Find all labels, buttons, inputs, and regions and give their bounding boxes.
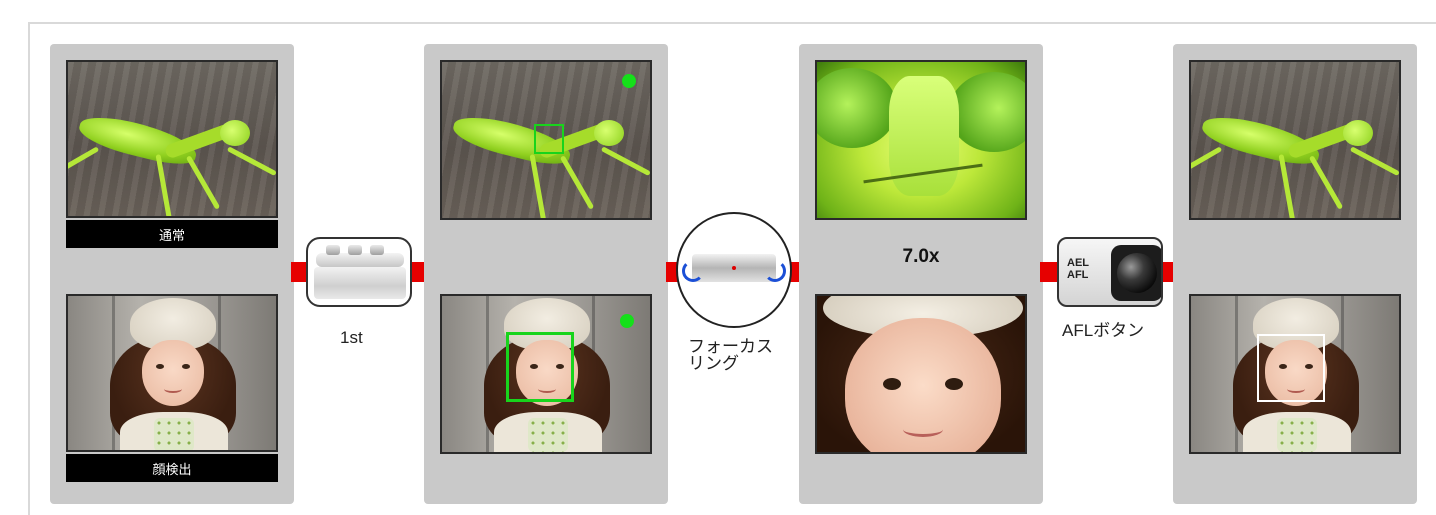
face-lock-frame	[1257, 334, 1325, 402]
magnification-label: 7.0x	[902, 246, 940, 267]
step-label-focus-ring: フォーカス リング	[688, 337, 773, 373]
rotate-right-icon	[764, 260, 786, 282]
af-frame	[534, 124, 564, 154]
panel-half-press	[424, 44, 668, 504]
caption-normal: 通常	[66, 220, 278, 248]
child-photo-locked	[1189, 294, 1401, 454]
panel-normal: 通常 顔検出	[50, 44, 294, 504]
mantis-photo-locked	[1189, 60, 1401, 220]
mantis-photo-af	[440, 60, 652, 220]
step-label-1st: 1st	[340, 328, 363, 347]
child-photo	[66, 294, 278, 452]
panel-magnified: 7.0x	[799, 44, 1043, 504]
focus-confirm-dot	[620, 314, 634, 328]
child-photo-af	[440, 294, 652, 454]
focus-ring-icon	[676, 212, 792, 328]
mantis-photo	[66, 60, 278, 218]
shutter-button-icon	[306, 237, 412, 307]
step-label-afl: AFLボタン	[1062, 321, 1145, 340]
face-af-frame	[506, 332, 574, 402]
afl-icon-text: AEL AFL	[1067, 257, 1089, 281]
left-divider	[28, 22, 30, 515]
rotate-left-icon	[682, 260, 704, 282]
panel-af-locked	[1173, 44, 1417, 504]
top-divider	[28, 22, 1436, 24]
focus-confirm-dot	[622, 74, 636, 88]
caption-face-detect: 顔検出	[66, 454, 278, 482]
face-closeup-photo	[815, 294, 1027, 454]
afl-button-icon: AEL AFL	[1057, 237, 1163, 307]
mantis-closeup-photo	[815, 60, 1027, 220]
